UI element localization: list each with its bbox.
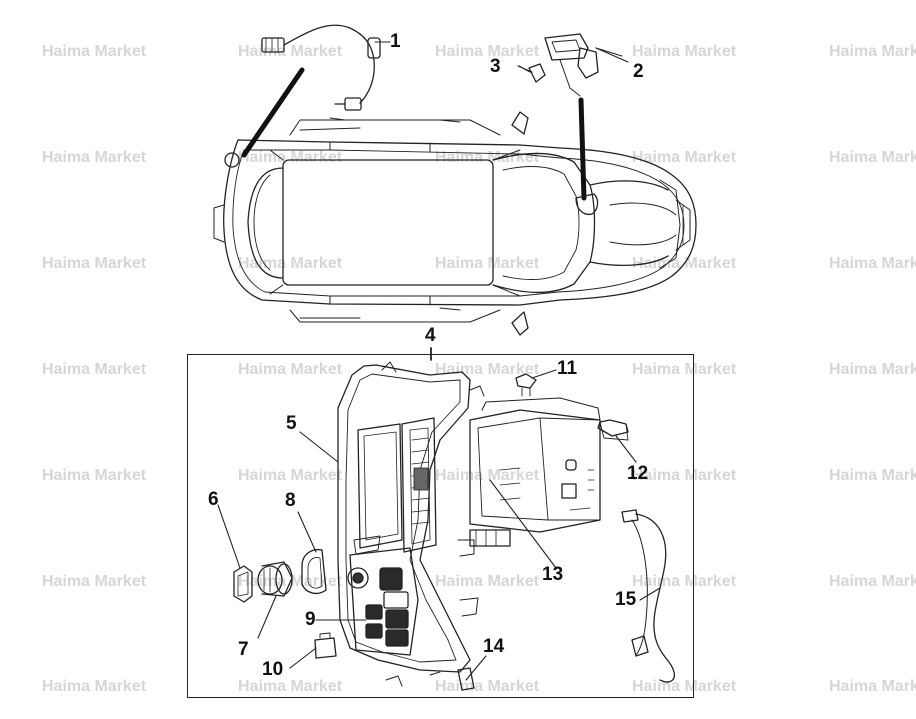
part-2-front-camera	[544, 33, 623, 216]
callout-14: 14	[483, 636, 505, 657]
callout-12: 12	[627, 463, 649, 484]
callout-6: 6	[208, 489, 219, 510]
callout-8: 8	[285, 490, 296, 511]
callout-4: 4	[425, 325, 436, 346]
inset-frame	[187, 354, 694, 698]
vehicle-top-view	[213, 111, 697, 336]
part-1-rear-camera-harness	[241, 24, 389, 158]
callout-leaders	[217, 41, 661, 681]
callout-3: 3	[490, 56, 501, 77]
callout-10: 10	[262, 659, 284, 680]
callout-9: 9	[305, 609, 316, 630]
inset-head-unit	[233, 361, 676, 691]
callout-5: 5	[286, 413, 297, 434]
callout-7: 7	[238, 639, 249, 660]
callout-15: 15	[615, 589, 637, 610]
part-3-clip	[518, 63, 546, 83]
callout-11: 11	[557, 358, 578, 379]
callout-1: 1	[390, 31, 401, 52]
callout-13: 13	[542, 564, 564, 585]
callout-2: 2	[633, 61, 644, 82]
